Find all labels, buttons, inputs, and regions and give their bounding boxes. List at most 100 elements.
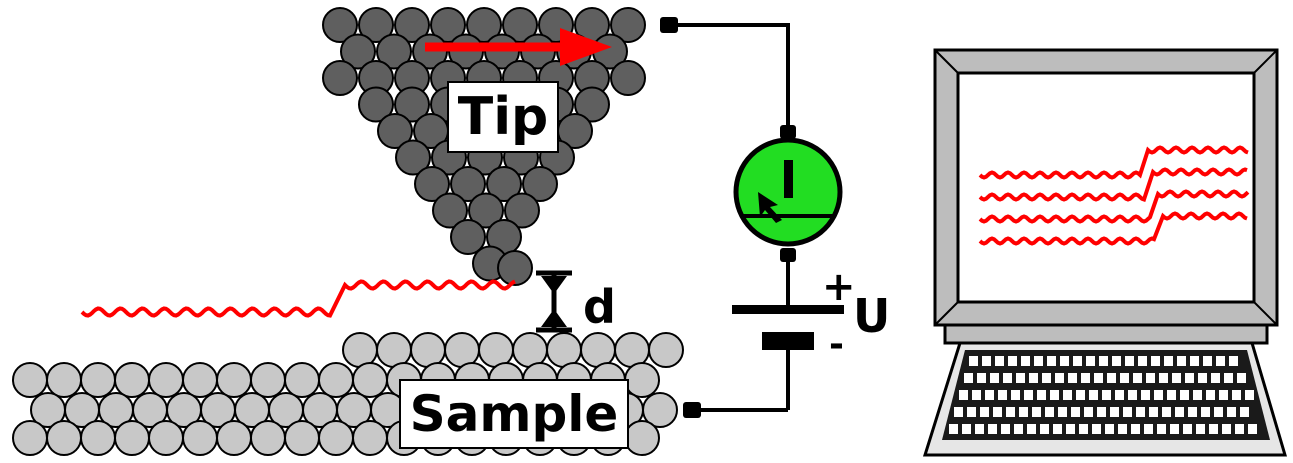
sample-atom — [624, 362, 660, 398]
keyboard-key — [1141, 390, 1150, 400]
keyboard-key — [1027, 424, 1036, 434]
keyboard-key — [1245, 390, 1254, 400]
keyboard-key — [1206, 390, 1215, 400]
screen-trace-line — [978, 167, 1248, 203]
wire-terminals — [660, 17, 796, 418]
keyboard-key — [1180, 390, 1189, 400]
tip-label: Tip — [458, 87, 549, 147]
keyboard-key — [1006, 407, 1015, 417]
keyboard-key — [1086, 356, 1095, 366]
keyboard-key — [1099, 356, 1108, 366]
keyboard-key — [1164, 356, 1173, 366]
keyboard-key — [1024, 390, 1033, 400]
sample-atom — [182, 362, 218, 398]
sample-atom — [284, 420, 320, 456]
keyboard-key — [1016, 373, 1025, 383]
tip-atom — [376, 33, 412, 70]
tip-atom — [522, 166, 558, 202]
sample-atom — [80, 420, 116, 456]
keyboard-key — [1196, 424, 1205, 434]
voltage-label: U — [853, 289, 890, 343]
keyboard-key — [977, 373, 986, 383]
keyboard-key — [1034, 356, 1043, 366]
tip-atom — [394, 7, 430, 43]
sample-label-box — [399, 379, 629, 449]
keyboard-key — [1081, 373, 1090, 383]
keyboard-key — [1222, 424, 1231, 434]
keyboard-key — [1079, 424, 1088, 434]
keyboard-key — [1053, 424, 1062, 434]
keyboard-key — [962, 424, 971, 434]
tip-atom — [450, 166, 486, 202]
keyboard-key — [1102, 390, 1111, 400]
keyboard-key — [1058, 407, 1067, 417]
tip-atom — [377, 113, 413, 149]
keyboard-key — [1073, 356, 1082, 366]
keyboard-key — [1185, 373, 1194, 383]
sample-atom — [352, 420, 388, 456]
keyboard-key — [1021, 356, 1030, 366]
keyboard-key — [1211, 373, 1220, 383]
keyboard-key — [1146, 373, 1155, 383]
ammeter-icon — [733, 137, 843, 247]
keyboard-key — [1032, 407, 1041, 417]
tip-label-box — [447, 81, 559, 153]
keyboard-key — [1068, 373, 1077, 383]
keyboard-key — [1177, 356, 1186, 366]
keyboard-key — [1203, 356, 1212, 366]
keyboard-key — [1123, 407, 1132, 417]
keyboard-key — [975, 424, 984, 434]
tip-atom — [430, 7, 466, 43]
keyboard-key — [969, 356, 978, 366]
tip-atom — [394, 86, 430, 123]
keyboard-key — [1248, 424, 1257, 434]
keyboard-key — [1154, 390, 1163, 400]
sample-atom — [342, 332, 378, 368]
keyboard-key — [1089, 390, 1098, 400]
keyboard-key — [982, 356, 991, 366]
keyboard-key — [964, 373, 973, 383]
keyboard-key — [1229, 356, 1238, 366]
tip-height-trace — [80, 279, 516, 318]
keyboard-key — [1071, 407, 1080, 417]
sample-atom — [12, 420, 48, 456]
keyboard-key — [1144, 424, 1153, 434]
keyboard-key — [1170, 424, 1179, 434]
sample-label: Sample — [410, 385, 619, 443]
scan-arrow — [425, 28, 612, 66]
sample-atom — [478, 332, 514, 368]
keyboard-key — [1167, 390, 1176, 400]
keyboard-key — [993, 407, 1002, 417]
keyboard-key — [1190, 356, 1199, 366]
keyboard-key — [985, 390, 994, 400]
tip-atom — [610, 7, 646, 43]
keyboard-key — [1055, 373, 1064, 383]
sample-atom — [80, 362, 116, 398]
keyboard-key — [1193, 390, 1202, 400]
keyboard-key — [1149, 407, 1158, 417]
keyboard-key — [1136, 407, 1145, 417]
keyboard-key — [1214, 407, 1223, 417]
keyboard-key — [1224, 373, 1233, 383]
sample-atom — [46, 362, 82, 398]
tip-atom — [497, 250, 533, 286]
keyboard-key — [1232, 390, 1241, 400]
plus-sign: + — [822, 264, 856, 310]
sample-atom — [148, 362, 184, 398]
keyboard-key — [1183, 424, 1192, 434]
keyboard-key — [1008, 356, 1017, 366]
keyboard-key — [1029, 373, 1038, 383]
tip-atom — [322, 60, 358, 96]
keyboard-key — [1175, 407, 1184, 417]
keyboard-key — [1240, 407, 1249, 417]
screen-traces — [978, 145, 1250, 246]
sample-atom — [318, 420, 354, 456]
sample-atom — [182, 420, 218, 456]
keyboard-key — [1110, 407, 1119, 417]
keyboard-key — [1219, 390, 1228, 400]
keyboard-key — [954, 407, 963, 417]
screen-trace-line — [978, 145, 1249, 180]
tip-atom — [395, 139, 431, 176]
keyboard-key — [1092, 424, 1101, 434]
